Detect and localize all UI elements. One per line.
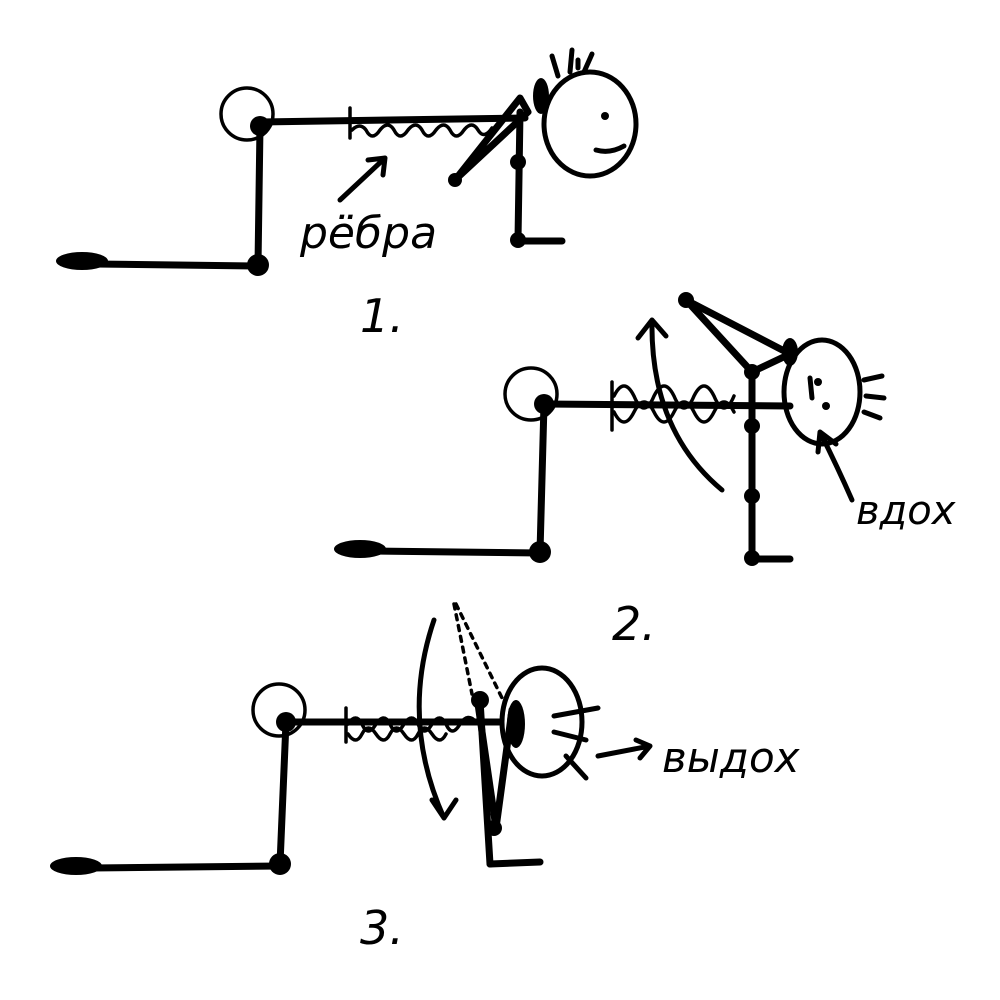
figure-2-nose [822, 402, 830, 410]
figure-3-body [50, 602, 653, 875]
figure-2-neck-joint [678, 292, 694, 308]
figure-2-step-label: 2. [612, 597, 656, 651]
figure-2-annotation: вдох [856, 488, 956, 534]
figure-3-exhale-arrow [416, 617, 459, 821]
figure-2-body [334, 292, 887, 566]
figure-1-body [56, 47, 639, 276]
figure-2-hair [861, 373, 887, 421]
figure-3-exhale-pointer [595, 737, 653, 761]
figure-2-inhale-arrow [635, 317, 725, 493]
figure-2-thigh [536, 400, 548, 556]
figure-2-eye [814, 378, 822, 386]
figure-2-foot [334, 540, 386, 558]
figure-3: выдох 3. [50, 602, 801, 955]
figure-1-step-label: 1. [360, 289, 404, 343]
figure-2: вдох 2. [334, 292, 956, 651]
figure-1-neck-wedge [451, 94, 532, 184]
figure-2-neck-wedge [682, 296, 794, 376]
figure-3-step-label: 3. [360, 901, 404, 955]
figure-1-neck-joint [448, 173, 462, 187]
figure-1-thigh [254, 122, 264, 269]
figure-2-pelvis [503, 366, 559, 422]
figure-2-inhale-pointer [815, 429, 855, 503]
figure-3-shin [88, 862, 284, 872]
figure-2-ribs [610, 380, 736, 432]
figure-2-face-line [807, 375, 815, 401]
figure-3-ribs-lower [346, 726, 448, 742]
figure-3-thigh [276, 718, 290, 868]
figure-2-elbow-joint [744, 418, 760, 434]
figure-2-forearm-joint [744, 488, 760, 504]
figure-1-shin [91, 260, 262, 270]
figure-3-ribs [344, 706, 478, 744]
figure-3-foot [50, 857, 102, 875]
figure-1-foot [56, 252, 108, 270]
figure-1-spine [256, 114, 529, 126]
figure-1-ribs [348, 106, 494, 140]
figure-3-hair [551, 705, 601, 781]
figure-3-hand [486, 858, 544, 868]
figure-2-head [781, 337, 863, 447]
figure-1-eye [601, 112, 609, 120]
figure-1-elbow-joint [510, 154, 526, 170]
figure-1-hair [549, 47, 595, 79]
figure-3-previous-neck [452, 602, 504, 700]
figure-1-smile [593, 143, 627, 154]
figure-1-ribs-arrow [337, 155, 388, 203]
figure-1-pelvis [219, 86, 275, 142]
figure-3-pelvis [251, 682, 307, 738]
figure-2-ribs-lower [612, 400, 736, 424]
figure-3-annotation: выдох [662, 733, 801, 782]
figure-3-head [499, 665, 585, 779]
figure-1-arm [514, 108, 524, 244]
figure-1-head [541, 69, 639, 179]
figure-1-annotation: рёбра [299, 208, 437, 259]
figure-3-shoulder [507, 700, 525, 748]
figure-1: рёбра 1. [56, 47, 639, 343]
figure-2-shin [371, 547, 544, 557]
